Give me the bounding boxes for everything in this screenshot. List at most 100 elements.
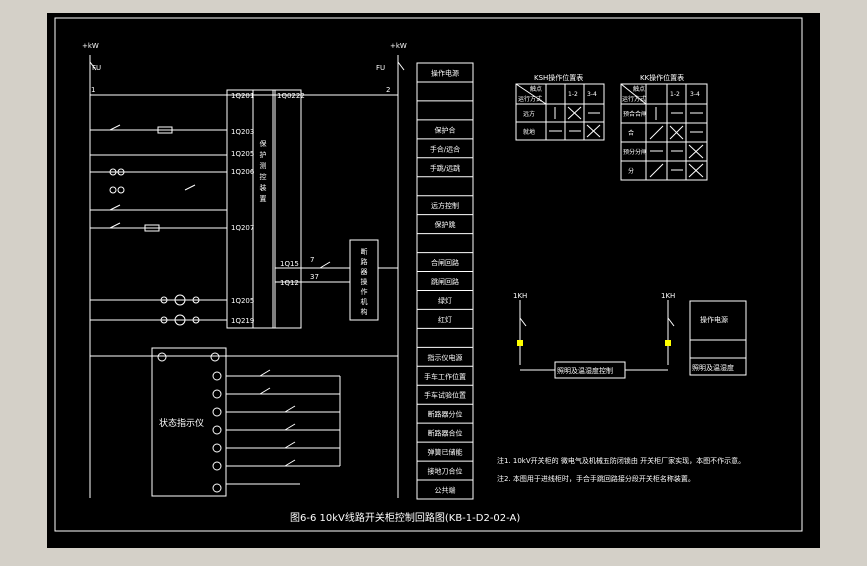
indicator-terminal	[212, 371, 222, 381]
switch-contact	[184, 184, 196, 191]
terminal-block-box	[252, 89, 276, 329]
left-bus-number: 1	[91, 86, 95, 94]
indicator-terminal	[212, 443, 222, 453]
kk-corner-bottom: 运行方式	[622, 95, 646, 103]
right-bus-top-label: +kW	[390, 42, 407, 50]
relay-terminal-box	[272, 89, 302, 329]
switch-contact	[259, 387, 271, 395]
indicator-terminal	[210, 352, 220, 362]
function-table-cell: 指示仪电源	[428, 353, 463, 362]
left-bus-top-label: +kW	[82, 42, 99, 50]
top-terminal-right: 1Q0222	[277, 92, 305, 100]
function-table: 操作电源保护合手合/远合手跳/远跳远方控制保护跳合闸回路跳闸回路绿灯红灯指示仪电…	[417, 68, 473, 495]
button-symbol	[109, 186, 117, 194]
note-2: 注2. 本图用于进线柜时，手合手跳回路接分段开关柜名称装置。	[497, 474, 695, 483]
resistor-symbol	[157, 126, 173, 134]
ksh-col: 1-2	[568, 91, 578, 98]
ksh-corner-top: 触点	[530, 85, 542, 93]
kk-x-mark	[688, 163, 704, 178]
wire-label: 37	[310, 273, 319, 281]
function-table-cell: 手车试验位置	[424, 391, 466, 400]
switch-contact	[667, 317, 675, 327]
switch-contact	[284, 423, 296, 431]
signal-box	[349, 239, 379, 321]
switch-contact	[109, 124, 121, 131]
kk-col: 1-2	[670, 91, 680, 98]
light-control-label: 照明及温湿度控制	[557, 366, 613, 375]
kk-row-label: 分	[628, 167, 634, 175]
button-symbol	[109, 168, 117, 176]
function-table-cell: 绿灯	[438, 296, 452, 305]
terminal-dot	[192, 296, 200, 304]
ksh-table: KSH操作位置表 触点 运行方式 1-2 3-4 远方 就地	[515, 73, 605, 141]
drawing-background	[47, 13, 820, 548]
indicator-terminal	[212, 389, 222, 399]
ksh-row-label: 远方	[523, 110, 535, 118]
cabinet-terminal: 1Q207	[231, 224, 254, 232]
function-table-cell: 手合/远合	[430, 144, 460, 153]
function-table-cell: 手跳/远跳	[430, 163, 460, 172]
drawing-caption: 图6-6 10kV线路开关柜控制回路图(KB-1-D2-02-A)	[290, 511, 520, 524]
function-table-cell: 保护合	[435, 125, 456, 134]
indicator-terminal	[212, 425, 222, 435]
note-1: 注1. 10kV开关柜的 微电气及机械五防闭锁由 开关柜厂家实现，本图不作示意。	[497, 456, 745, 465]
lamp-symbol	[174, 314, 186, 326]
indicator-terminal	[212, 483, 222, 493]
left-fuse-label: FU	[92, 64, 101, 72]
kk-x-mark	[669, 125, 684, 140]
cabinet-terminal: 1Q219	[231, 317, 254, 325]
ksh-col: 3-4	[587, 91, 597, 98]
terminal-dot	[160, 316, 168, 324]
lower-table-cell: 操作电源	[700, 315, 728, 324]
lamp-symbol	[174, 294, 186, 306]
function-table-cell: 弹簧已储能	[428, 448, 463, 457]
lower-table-cell: 照明及温湿度	[692, 363, 734, 372]
wire-label: 7	[310, 256, 314, 264]
relay-terminal: 1Q12	[280, 279, 299, 287]
kk-row-label: 预合合闸	[623, 110, 647, 118]
function-table-box	[416, 62, 474, 500]
signal-box-label: 断路器操作机构	[360, 247, 368, 318]
resistor-symbol	[144, 224, 160, 232]
switch-contact	[284, 405, 296, 413]
lower-table-box	[689, 300, 747, 376]
switch-contact	[519, 317, 527, 327]
switch-contact	[89, 61, 97, 71]
function-table-cell: 接地刀合位	[428, 467, 463, 476]
button-symbol	[117, 168, 125, 176]
lower-left-label: 1KH	[513, 292, 527, 300]
cabinet-terminal: 1Q205	[231, 297, 254, 305]
kk-table-title: KK操作位置表	[640, 73, 684, 82]
kk-x-mark	[688, 144, 704, 159]
ksh-x-mark	[567, 106, 582, 120]
function-table-cell: 保护跳	[435, 220, 456, 229]
switch-contact	[319, 261, 331, 269]
ksh-row-label: 就地	[523, 128, 535, 136]
right-bus-number: 2	[386, 86, 390, 94]
switch-contact	[284, 441, 296, 449]
relay-terminal: 1Q15	[280, 260, 299, 268]
ksh-table-title: KSH操作位置表	[534, 73, 583, 82]
contact-highlight	[517, 340, 523, 346]
title-border	[54, 17, 803, 532]
indicator-terminal	[212, 407, 222, 417]
indicator-terminal	[212, 461, 222, 471]
light-control-box	[554, 361, 626, 379]
function-table-cell: 远方控制	[431, 201, 459, 210]
switch-contact	[109, 204, 121, 211]
switch-contact	[109, 222, 121, 229]
terminal-dot	[192, 316, 200, 324]
indicator-terminal	[157, 352, 167, 362]
contact-highlight	[665, 340, 671, 346]
switch-contact	[397, 61, 405, 71]
cabinet-terminal: 1Q203	[231, 128, 254, 136]
switch-contact	[259, 369, 271, 377]
kk-diag-mark	[649, 163, 664, 178]
function-table-cell: 红灯	[438, 315, 452, 324]
status-indicator-box	[151, 347, 227, 497]
kk-corner-top: 触点	[633, 85, 645, 93]
function-table-cell: 操作电源	[431, 68, 459, 77]
right-fuse-label: FU	[376, 64, 385, 72]
